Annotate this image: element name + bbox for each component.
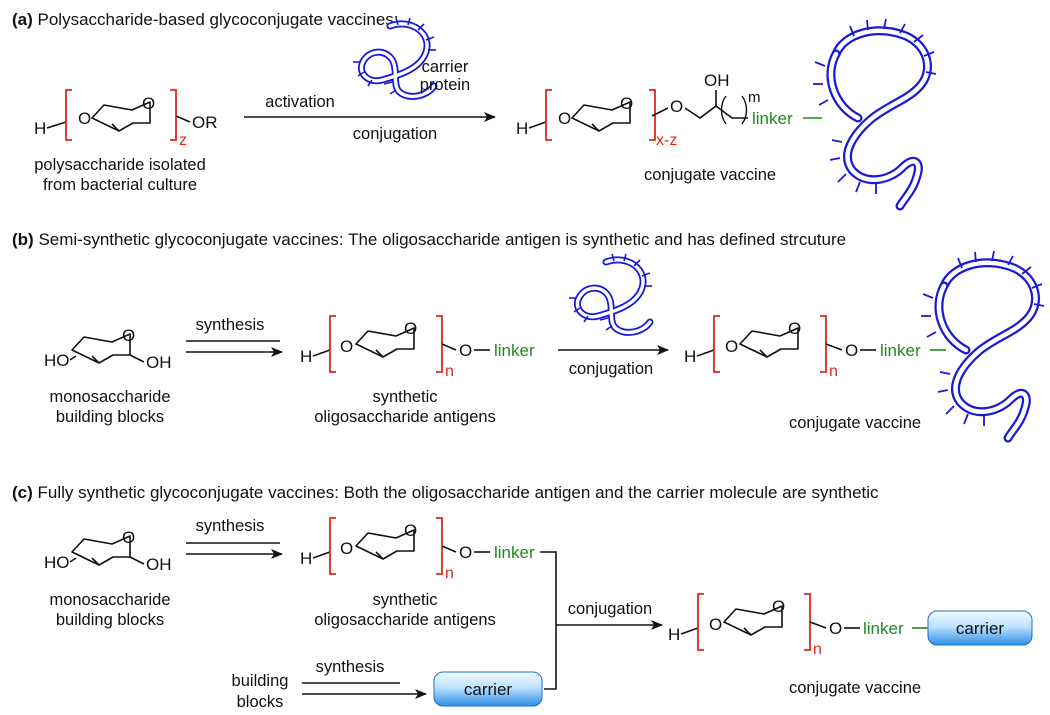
arrow-label-synthesis-c: synthesis: [196, 517, 265, 535]
product-b-ring-o: O: [788, 319, 801, 338]
carrier-protein-label-line1: carrier: [422, 58, 469, 76]
mono-b-ho: HO: [44, 351, 70, 370]
polysaccharide-or: OR: [192, 113, 218, 132]
product-a-m: m: [748, 89, 761, 106]
product-b-caption: conjugate vaccine: [789, 414, 921, 432]
product-a-oh: OH: [704, 71, 730, 90]
product-a-ring-o: O: [620, 94, 633, 113]
product-b-o-right: O: [845, 341, 858, 360]
product-a-caption: conjugate vaccine: [644, 166, 776, 184]
oligo-c-ring-o: O: [404, 521, 417, 540]
oligo-c-caption-line1: synthetic: [372, 591, 437, 609]
oligosaccharide-c: H O O n O linker: [300, 517, 535, 582]
oligo-b-caption-line1: synthetic: [372, 388, 437, 406]
conjugate-product-b: H O O n O linker: [684, 251, 1044, 438]
product-c-o-right: O: [829, 619, 842, 638]
carrier-protein-label-line2: protein: [420, 76, 470, 94]
bb-caption-line1: building: [232, 672, 289, 690]
product-a-h: H: [516, 119, 528, 138]
product-a-o-left: O: [558, 109, 571, 128]
merge-connector: [540, 551, 557, 690]
monosaccharide-b: HO O OH: [44, 326, 172, 372]
carrier-protein-icon-b: [569, 254, 652, 332]
conjugate-product-a: H O O x-z O OH m linker: [516, 19, 936, 206]
carrier-protein-large-icon-b: [921, 251, 1044, 438]
oligo-b-o-right: O: [459, 341, 472, 360]
oligo-b-h: H: [300, 347, 312, 366]
arrow-label-synthesis-b: synthesis: [196, 316, 265, 334]
panel-b: (b) Semi-synthetic glycoconjugate vaccin…: [12, 230, 1044, 438]
product-carrier-chip: [927, 610, 1033, 646]
panel-c-header: (c) Fully synthetic glycoconjugate vacci…: [12, 483, 879, 502]
conjugate-product-c: H O O n O linker carrier: [668, 593, 1033, 658]
mono-b-ring-o: O: [122, 326, 135, 345]
bb-caption-line2: blocks: [237, 693, 284, 711]
oligo-c-h: H: [300, 549, 312, 568]
oligo-b-caption-line2: oligosaccharide antigens: [314, 408, 496, 426]
carrier-chip: [433, 671, 543, 707]
panel-c-tag: (c): [12, 483, 33, 502]
monosaccharide-c: HO O OH: [44, 528, 172, 574]
mono-c-caption-line1: monosaccharide: [49, 591, 170, 609]
repeat-bracket-left: [65, 89, 72, 141]
product-a-repeat: x-z: [656, 132, 677, 149]
polysaccharide-caption-line1: polysaccharide isolated: [34, 156, 206, 174]
panel-a-tag: (a): [12, 10, 33, 29]
arrow-label-activation: activation: [265, 93, 335, 111]
product-c-o-left: O: [709, 615, 722, 634]
product-c-caption: conjugate vaccine: [789, 679, 921, 697]
oligo-c-caption-line2: oligosaccharide antigens: [314, 611, 496, 629]
product-carrier-chip-label: carrier: [956, 619, 1005, 638]
polysaccharide-h: H: [34, 119, 46, 138]
oligo-b-repeat: n: [445, 363, 454, 380]
panel-a-header: (a) Polysaccharide-based glycoconjugate …: [12, 10, 399, 29]
carrier-chip-label: carrier: [464, 680, 513, 699]
product-c-h: H: [668, 625, 680, 644]
carrier-protein-large-icon: [813, 19, 936, 206]
arrow-label-conjugation-b: conjugation: [569, 360, 653, 378]
oligo-b-linker: linker: [494, 341, 535, 360]
oligo-c-o-right: O: [459, 543, 472, 562]
product-a-o-right: O: [670, 97, 683, 116]
product-b-repeat: n: [829, 363, 838, 380]
product-b-h: H: [684, 347, 696, 366]
oligo-c-repeat: n: [445, 565, 454, 582]
polysaccharide-o-left: O: [78, 109, 91, 128]
mono-c-caption-line2: building blocks: [56, 611, 164, 629]
polysaccharide-ring-o: O: [142, 94, 155, 113]
oligo-b-ring-o: O: [404, 319, 417, 338]
polysaccharide-caption-line2: from bacterial culture: [43, 176, 197, 194]
arrow-label-conjugation: conjugation: [353, 125, 437, 143]
arrow-label-synthesis-carrier: synthesis: [316, 658, 385, 676]
product-a-linker: linker: [752, 109, 793, 128]
panel-a-title: Polysaccharide-based glycoconjugate vacc…: [38, 10, 399, 29]
product-c-linker: linker: [863, 619, 904, 638]
repeat-bracket-right: [170, 89, 177, 141]
mono-b-caption-line1: monosaccharide: [49, 388, 170, 406]
panel-b-header: (b) Semi-synthetic glycoconjugate vaccin…: [12, 230, 846, 249]
product-b-linker: linker: [880, 341, 921, 360]
mono-c-ring-o: O: [122, 528, 135, 547]
panel-b-tag: (b): [12, 230, 34, 249]
mono-b-caption-line2: building blocks: [56, 408, 164, 426]
panel-c-title: Fully synthetic glycoconjugate vaccines:…: [38, 483, 880, 502]
mono-c-ho: HO: [44, 553, 70, 572]
polysaccharide-repeat: z: [179, 132, 187, 149]
product-b-o-left: O: [725, 337, 738, 356]
oligo-c-o-left: O: [340, 539, 353, 558]
oligo-b-o-left: O: [340, 337, 353, 356]
arrow-label-conjugation-c: conjugation: [568, 600, 652, 618]
panel-a: (a) Polysaccharide-based glycoconjugate …: [12, 10, 936, 206]
panel-b-title: Semi-synthetic glycoconjugate vaccines: …: [38, 230, 846, 249]
product-c-repeat: n: [813, 641, 822, 658]
oligo-c-linker: linker: [494, 543, 535, 562]
polysaccharide-structure: H O O z OR: [34, 89, 218, 149]
mono-b-oh: OH: [146, 353, 172, 372]
oligosaccharide-b: H O O n O linker: [300, 315, 535, 380]
product-c-ring-o: O: [772, 597, 785, 616]
mono-c-oh: OH: [146, 555, 172, 574]
panel-c: (c) Fully synthetic glycoconjugate vacci…: [12, 483, 1033, 711]
